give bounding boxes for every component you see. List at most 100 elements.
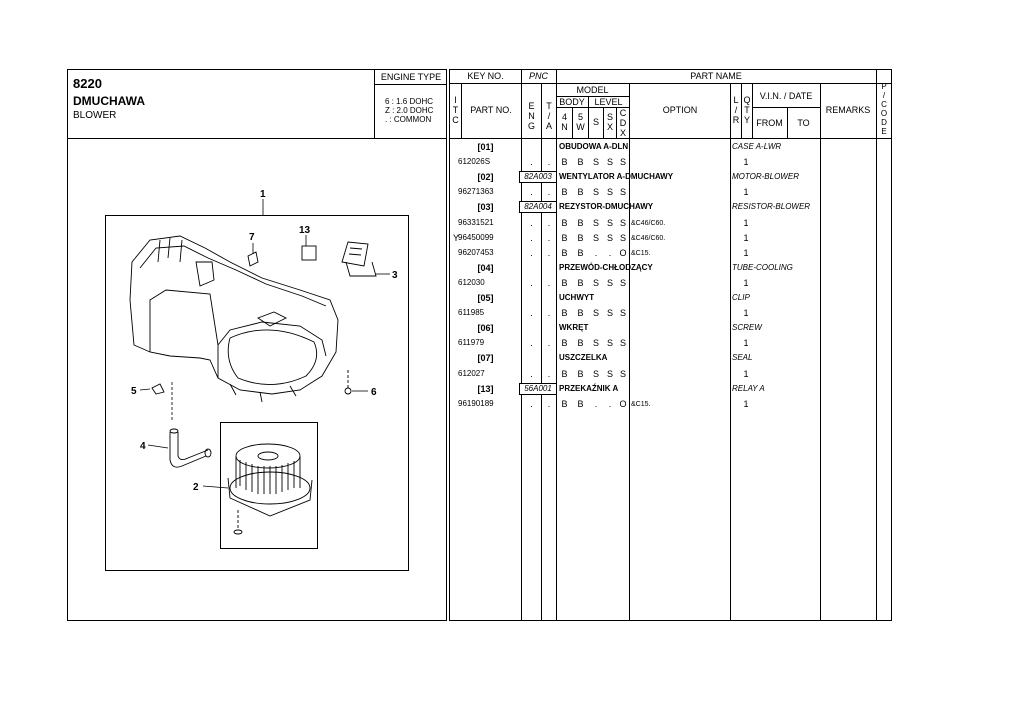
body-4n-cell: B <box>561 157 568 168</box>
key-no: [01] <box>477 142 494 152</box>
body-5w-cell: B <box>577 217 584 228</box>
ta-cell: . <box>547 398 551 409</box>
body-4n-cell: B <box>561 308 568 319</box>
col-line-lr-right <box>741 83 742 138</box>
body-4n-cell: B <box>561 217 568 228</box>
body-4n-cell: B <box>561 277 568 288</box>
engine-line-3: . : COMMON <box>385 115 432 124</box>
body-5w-cell: B <box>577 232 584 243</box>
eng-cell: . <box>530 338 533 349</box>
col-part-no: PART NO. <box>470 105 512 115</box>
level-cdx-cell: S <box>619 217 626 228</box>
part-name-local: WENTYLATOR A-DMUCHAWY <box>559 172 674 182</box>
body-5w-cell: B <box>577 187 584 198</box>
level-sx-cell: S <box>606 338 613 349</box>
level-cdx-cell: O <box>619 247 627 258</box>
part-name-local: USZCZELKA <box>559 353 608 363</box>
level-s-cell: . <box>594 398 598 409</box>
callout-5: 5 <box>131 386 137 397</box>
pnc-code: 56A001 <box>519 382 557 395</box>
diagram-panel <box>67 138 447 621</box>
part-name-local: PRZEKAŹNIK A <box>559 383 619 393</box>
level-sx-cell: . <box>608 398 612 409</box>
level-cdx-cell: S <box>619 277 626 288</box>
level-cdx-cell: S <box>619 308 626 319</box>
pnc-code: 82A004 <box>519 201 557 214</box>
vin-rule <box>752 107 820 108</box>
part-name-local: REZYSTOR-DMUCHAWY <box>559 202 654 212</box>
model-rule <box>556 96 629 97</box>
level-sx-cell: S <box>606 187 613 198</box>
part-name-en: CLIP <box>732 293 750 302</box>
tube-drawing <box>169 428 212 468</box>
col-line-option-right <box>730 83 731 621</box>
col-line-pnc-right <box>556 69 557 621</box>
col-line-pnc-left <box>521 69 522 621</box>
ta-cell: . <box>547 368 551 379</box>
qty-cell: 1 <box>743 157 749 168</box>
key-no: [07] <box>477 353 494 364</box>
level-cdx-cell: S <box>619 187 626 198</box>
qty-cell: 1 <box>743 247 749 258</box>
level-sx-cell: S <box>606 308 613 319</box>
body-5w-cell: B <box>577 308 584 319</box>
level-s-cell: S <box>592 232 599 243</box>
group-name-en: BLOWER <box>73 110 117 121</box>
table-header-rule-top <box>449 83 892 84</box>
eng-cell: . <box>530 232 533 243</box>
col-line-s-right <box>603 107 604 138</box>
engine-type-divider <box>374 69 375 139</box>
col-vin-date: V.I.N. / DATE <box>759 91 813 101</box>
body-5w-cell: B <box>577 368 584 379</box>
eng-cell: . <box>530 187 533 198</box>
ta-cell: . <box>547 157 551 168</box>
ta-cell: . <box>547 247 551 258</box>
part-name-en: RELAY A <box>732 383 765 393</box>
body-4n-cell: B <box>561 187 568 198</box>
level-s-cell: S <box>592 217 599 228</box>
part-no: 611979 <box>458 338 485 348</box>
col-line-sx-right <box>616 107 617 138</box>
col-line-eng-right <box>541 83 542 621</box>
col-to: TO <box>797 118 810 128</box>
case-lower-drawing <box>129 235 339 403</box>
callout-13: 13 <box>299 225 311 236</box>
body-5w-cell: B <box>577 157 584 168</box>
part-no: 96207453 <box>458 247 494 257</box>
body-5w-cell: B <box>577 277 584 288</box>
level-cdx-cell: S <box>619 232 626 243</box>
eng-cell: . <box>530 277 533 288</box>
group-code: 8220 <box>73 76 102 91</box>
body-5w-cell: B <box>577 398 584 409</box>
key-no: [03] <box>477 202 494 213</box>
part-no: 96271363 <box>458 187 494 197</box>
col-option: OPTION <box>662 105 698 115</box>
key-no: [02] <box>477 172 494 183</box>
ta-cell: . <box>547 187 551 198</box>
table-header-rule-bottom <box>449 138 892 139</box>
part-no: 96450099 <box>458 232 494 242</box>
body-5w-cell: B <box>577 338 584 349</box>
qty-cell: 1 <box>743 308 749 319</box>
level-cdx-cell: S <box>619 157 626 168</box>
qty-cell: 1 <box>743 277 749 288</box>
parts-table-frame <box>449 69 892 621</box>
level-s-cell: S <box>592 277 599 288</box>
option-cell: &C15. <box>631 249 651 257</box>
level-sx-cell: S <box>606 368 613 379</box>
engine-line-2: Z : 2.0 DOHC <box>385 106 434 115</box>
